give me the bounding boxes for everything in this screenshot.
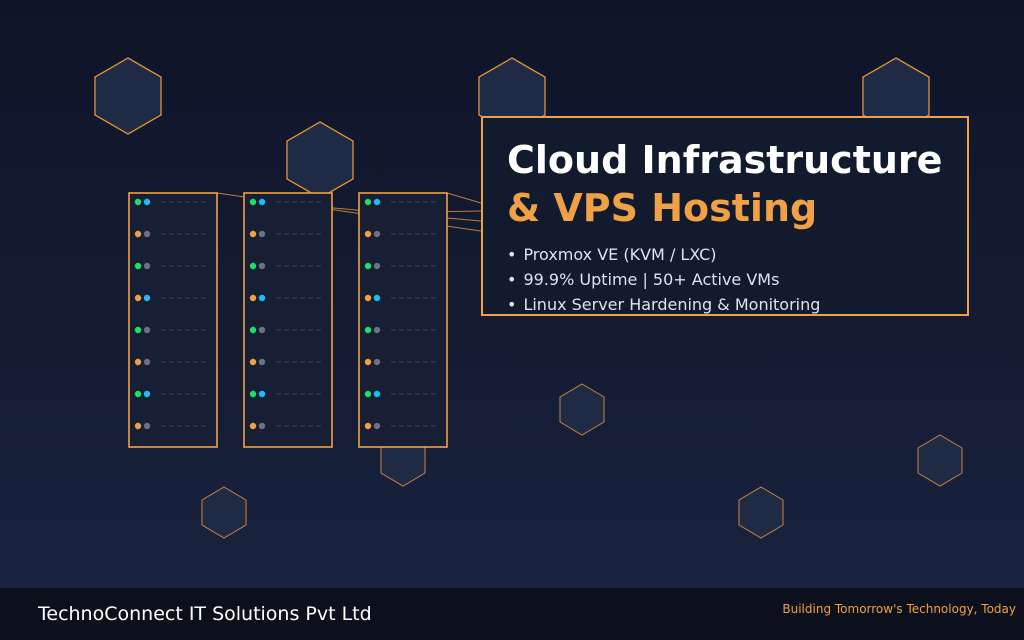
feature-list: Proxmox VE (KVM / LXC) 99.9% Uptime | 50… [507, 242, 967, 317]
status-led [249, 390, 257, 398]
status-led [364, 294, 372, 302]
status-led [258, 294, 266, 302]
status-led [373, 198, 381, 206]
status-led [373, 262, 381, 270]
status-led [143, 422, 151, 430]
status-led [364, 390, 372, 398]
status-led [364, 230, 372, 238]
status-led [258, 262, 266, 270]
status-led [373, 326, 381, 334]
feature-item-uptime: 99.9% Uptime | 50+ Active VMs [507, 267, 967, 292]
status-led [134, 294, 142, 302]
status-led [258, 198, 266, 206]
status-led [258, 230, 266, 238]
status-led [258, 422, 266, 430]
server-rack [358, 192, 448, 448]
server-rack [243, 192, 333, 448]
status-led [134, 358, 142, 366]
status-led [258, 358, 266, 366]
status-led [249, 422, 257, 430]
hexagon-shape [917, 434, 963, 487]
status-led [249, 326, 257, 334]
status-led [364, 326, 372, 334]
feature-item-hardening: Linux Server Hardening & Monitoring [507, 292, 967, 317]
status-led [143, 198, 151, 206]
status-led [143, 390, 151, 398]
status-led [364, 198, 372, 206]
status-led [258, 326, 266, 334]
status-led [373, 390, 381, 398]
status-led [364, 358, 372, 366]
status-led [373, 230, 381, 238]
status-led [143, 230, 151, 238]
company-tagline: Building Tomorrow's Technology, Today [782, 602, 1016, 616]
footer-bar: TechnoConnect IT Solutions Pvt Ltd Build… [0, 588, 1024, 640]
feature-item-proxmox: Proxmox VE (KVM / LXC) [507, 242, 967, 267]
status-led [143, 358, 151, 366]
status-led [249, 358, 257, 366]
hexagon-shape [559, 383, 605, 436]
service-info-box: Cloud Infrastructure & VPS Hosting Proxm… [481, 116, 969, 316]
status-led [249, 230, 257, 238]
company-name: TechnoConnect IT Solutions Pvt Ltd [38, 603, 372, 625]
status-led [249, 262, 257, 270]
hexagon-shape [286, 121, 354, 199]
status-led [373, 422, 381, 430]
status-led [364, 422, 372, 430]
status-led [373, 358, 381, 366]
status-led [134, 390, 142, 398]
status-led [143, 294, 151, 302]
background-illustration [94, 57, 963, 539]
status-led [143, 262, 151, 270]
status-led [134, 422, 142, 430]
status-led [258, 390, 266, 398]
hexagon-shape [738, 486, 784, 539]
headline-accent: & VPS Hosting [507, 186, 818, 230]
status-led [134, 326, 142, 334]
status-led [134, 230, 142, 238]
status-led [134, 262, 142, 270]
server-rack [128, 192, 218, 448]
hexagon-shape [201, 486, 247, 539]
network-link [446, 192, 482, 204]
hexagon-shape [94, 57, 162, 135]
status-led [249, 294, 257, 302]
headline-primary: Cloud Infrastructure [507, 138, 943, 182]
status-led [364, 262, 372, 270]
status-led [249, 198, 257, 206]
status-led [134, 198, 142, 206]
status-led [143, 326, 151, 334]
status-led [373, 294, 381, 302]
